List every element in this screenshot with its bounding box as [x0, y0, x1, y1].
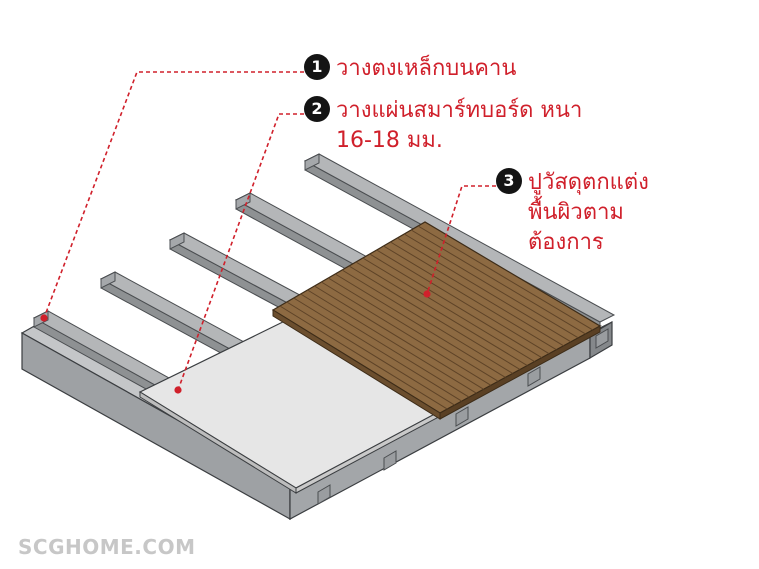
deck-plank-groove: [334, 273, 506, 378]
deck-plank-groove: [286, 301, 455, 406]
deck-plank-groove: [397, 237, 572, 343]
beam-clip: [527, 366, 541, 387]
deck-plank-groove: [307, 289, 477, 394]
deck-plank-groove: [328, 277, 499, 382]
deck-plank-groove: [376, 249, 550, 355]
step-3-text-line1: ปูวัสดุตกแต่ง: [528, 170, 649, 195]
step-2-text-line2: 16-18 มม.: [336, 128, 443, 153]
leader-line-2: [177, 113, 304, 391]
steel-joist-end: [100, 271, 116, 289]
deck-plank-groove: [417, 225, 593, 331]
marker-dot-1: [40, 314, 48, 322]
marker-dot-2: [174, 386, 182, 394]
step-1-badge: 1: [304, 54, 330, 80]
beam-clip: [383, 450, 397, 471]
step-2-badge: 2: [304, 96, 330, 122]
deck-plank-groove: [369, 253, 543, 359]
deck-plank-groove: [279, 305, 448, 410]
deck-plank-groove: [404, 233, 579, 339]
deck-plank-groove: [410, 229, 586, 335]
deck-plank-groove: [314, 285, 484, 390]
steel-joist-end: [235, 192, 251, 210]
step-2-text-line1: วางแผ่นสมาร์ทบอร์ด หนา: [336, 98, 583, 123]
deck-plank-groove: [383, 245, 557, 351]
beam-clip: [595, 328, 609, 349]
deck-plank-groove: [390, 241, 564, 347]
beam-clip: [317, 484, 331, 505]
step-3-text-line3: ต้องการ: [528, 230, 604, 255]
leader-lines: [43, 71, 496, 391]
beam-clip: [455, 406, 469, 427]
step-3-badge: 3: [496, 168, 522, 194]
deck-plank-groove: [362, 257, 535, 363]
deck-plank-groove: [348, 265, 521, 370]
steel-joist-end: [169, 232, 185, 250]
deck-plank-groove: [293, 297, 463, 402]
deck-plank-groove: [355, 261, 528, 366]
beam-clips: [317, 328, 609, 505]
wood-deck: [271, 221, 602, 420]
marker-dot-3: [423, 290, 431, 298]
steel-joist-end: [304, 153, 320, 171]
step-1-text: วางตงเหล็กบนคาน: [336, 56, 517, 81]
deck-plank-groove: [300, 293, 470, 398]
deck-plank-groove: [341, 269, 513, 374]
deck-plank-groove: [321, 281, 492, 386]
watermark: SCGHOME.COM: [18, 535, 196, 559]
step-3-text-line2: พื้นผิวตาม: [528, 200, 624, 225]
